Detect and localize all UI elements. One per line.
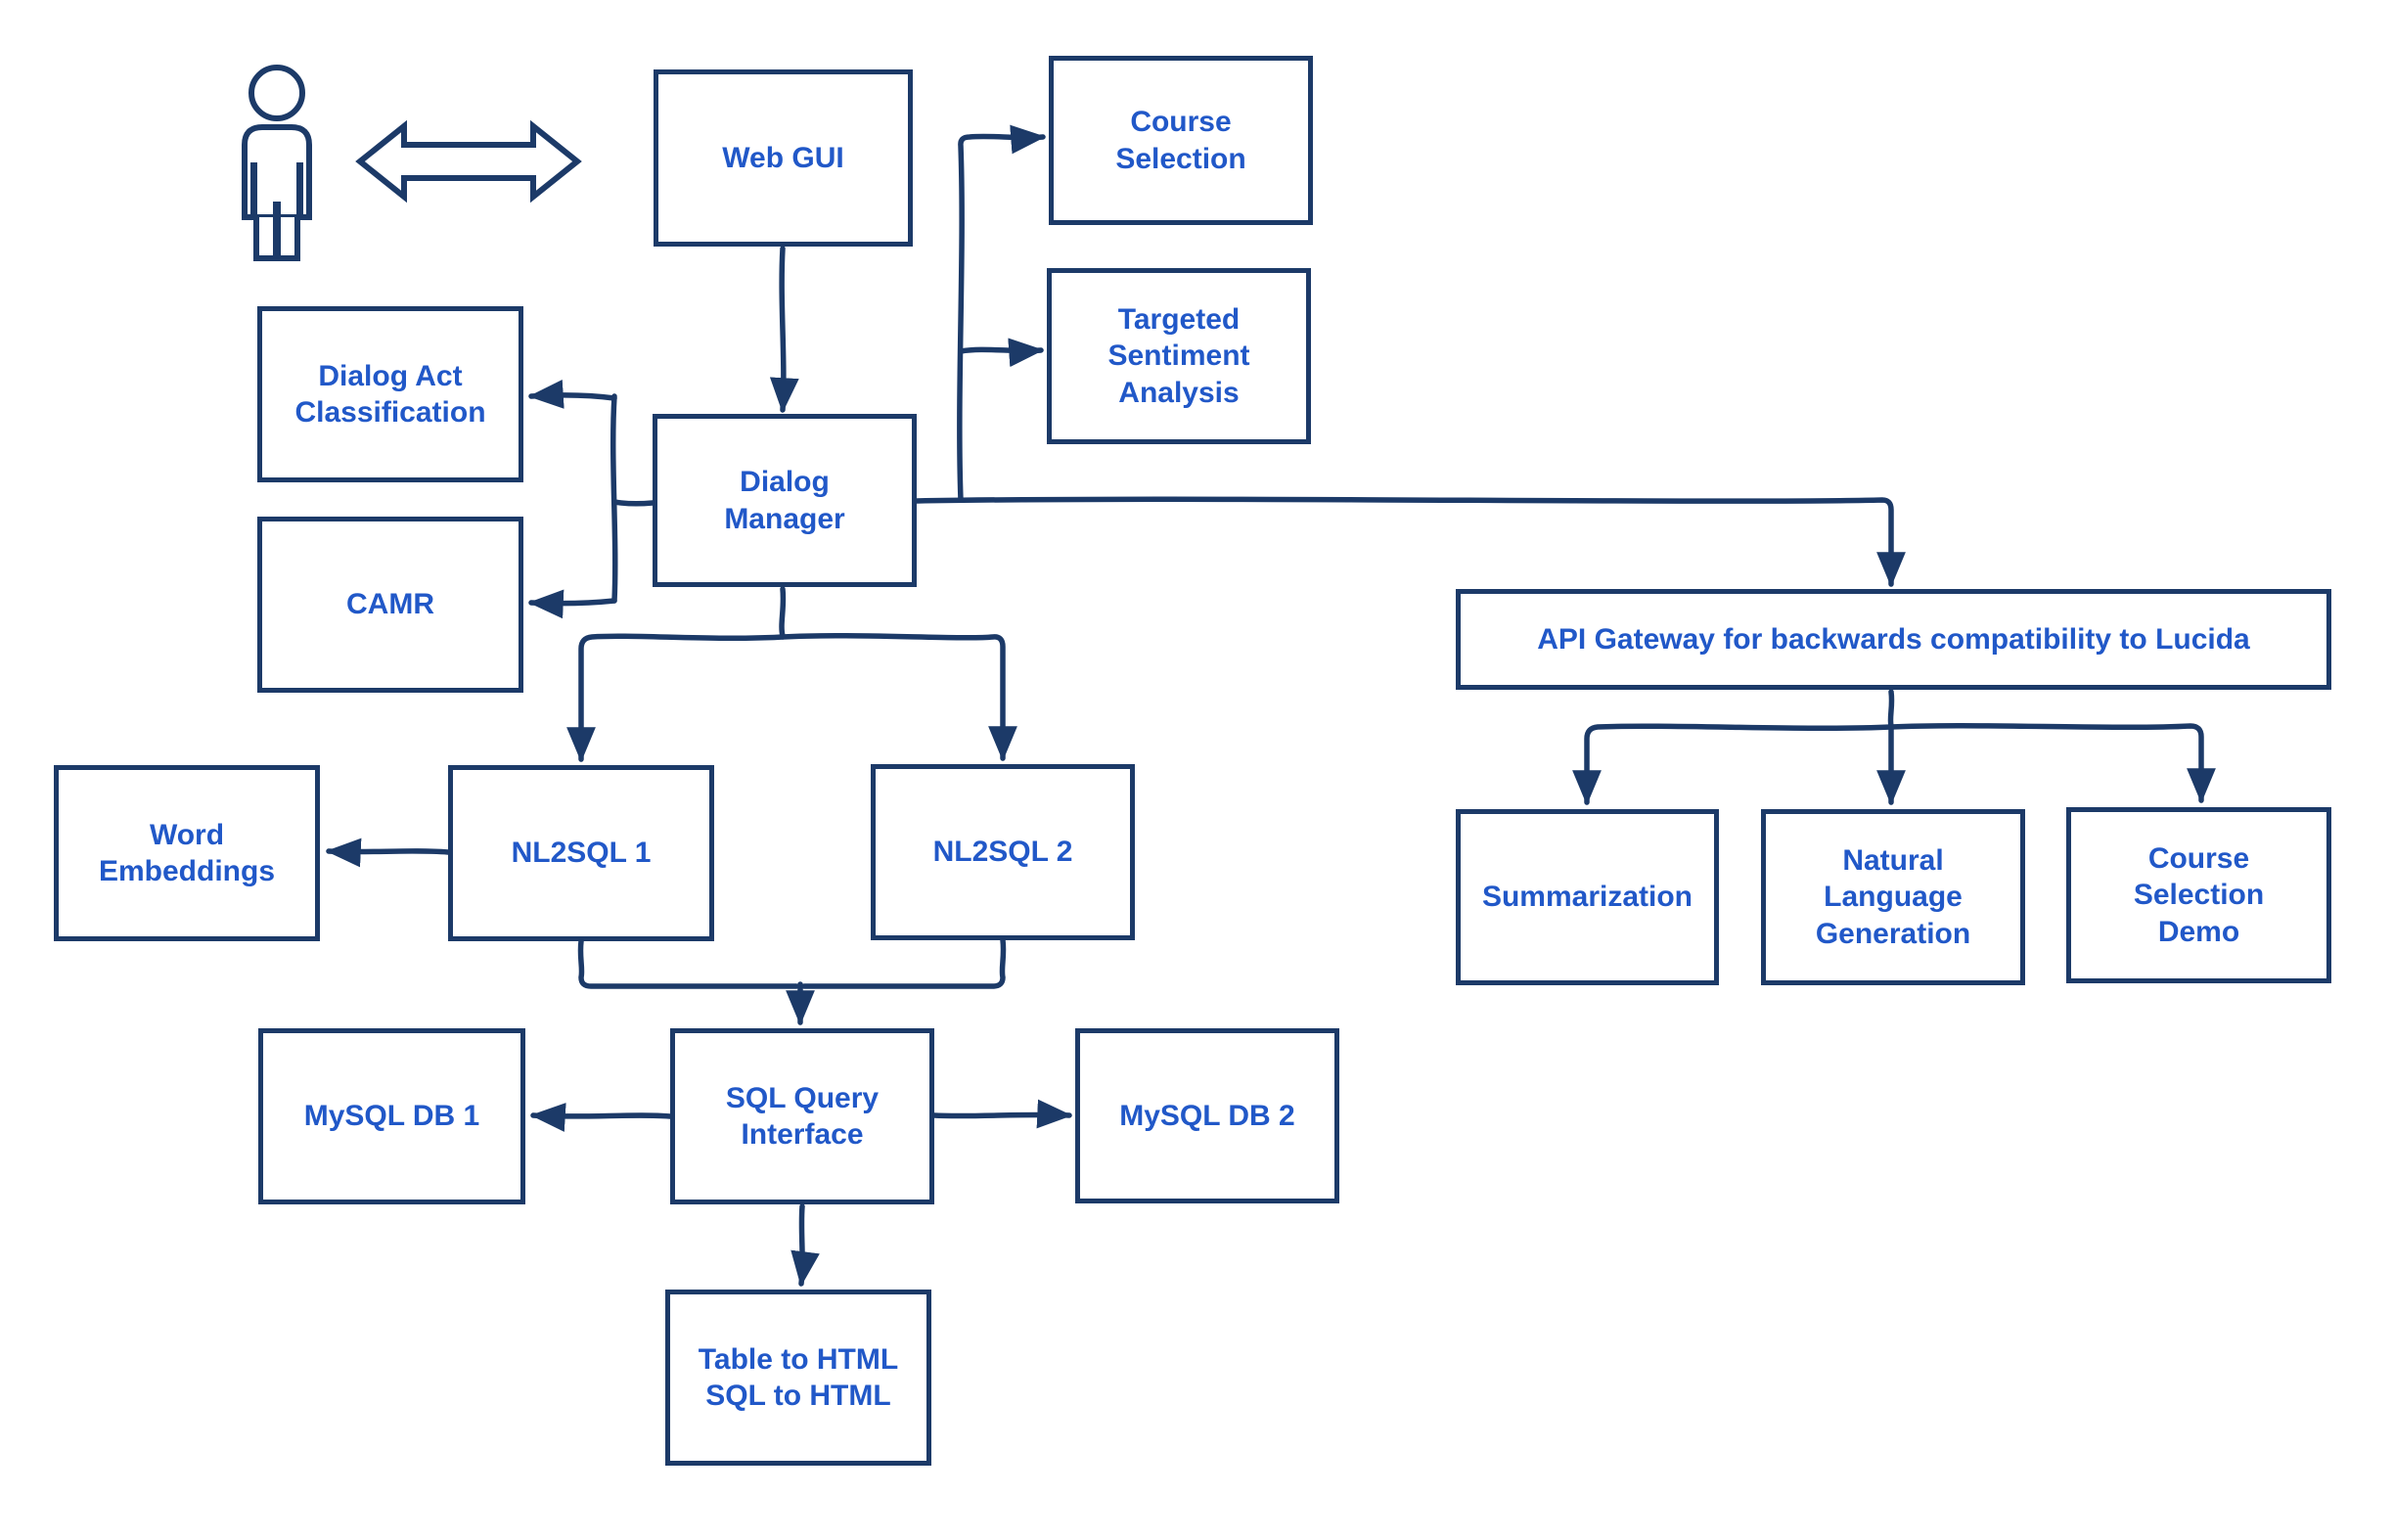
node-sql-query-interface: SQL Query Interface	[670, 1028, 934, 1204]
node-label: MySQL DB 1	[303, 1100, 480, 1133]
node-camr: CAMR	[257, 517, 523, 693]
node-web-gui: Web GUI	[654, 69, 913, 247]
edge-nl2sql1-merge	[577, 938, 799, 989]
node-label: Dialog Manager	[724, 466, 845, 535]
node-nl2sql-1: NL2SQL 1	[448, 765, 714, 941]
node-label: Table to HTML SQL to HTML	[698, 1342, 899, 1413]
edge-api-gateway-stem	[1887, 689, 1895, 729]
node-nl2sql-2: NL2SQL 2	[871, 764, 1135, 940]
edge-dialog-manager-dialog-act	[528, 380, 617, 409]
node-label: NL2SQL 2	[932, 836, 1073, 869]
edge-api-gateway-summarization	[1572, 723, 1894, 805]
node-label: SQL Query Interface	[725, 1081, 880, 1152]
edge-webgui-dialog-manager	[769, 246, 799, 413]
node-mysql-db-2: MySQL DB 2	[1075, 1028, 1339, 1203]
node-summarization: Summarization	[1456, 809, 1719, 985]
edge-dialog-manager-api-gateway	[914, 496, 1906, 587]
edge-nl2sql2-merge	[801, 937, 1007, 989]
node-label: Targeted Sentiment Analysis	[1107, 302, 1250, 409]
user-icon	[242, 65, 312, 261]
edge-dialog-manager-nl2sql-2	[780, 632, 1017, 761]
node-mysql-db-1: MySQL DB 1	[258, 1028, 525, 1204]
node-label: Summarization	[1481, 881, 1693, 914]
node-api-gateway: API Gateway for backwards compatibility …	[1456, 589, 2331, 690]
edge-dialog-manager-camr	[528, 589, 617, 619]
node-label: Web GUI	[722, 141, 844, 174]
edge-dialog-manager-targeted-sentiment	[958, 338, 1044, 368]
node-label: Dialog Act Classification	[294, 359, 486, 430]
node-targeted-sentiment-analysis: Targeted Sentiment Analysis	[1047, 268, 1311, 444]
node-label: CAMR	[346, 588, 434, 621]
edge-dialog-manager-nl2sql-1	[566, 633, 786, 762]
bidirectional-arrow-icon	[355, 119, 582, 204]
node-word-embeddings: Word Embeddings	[54, 765, 320, 941]
node-label: Natural Language Generation	[1815, 843, 1971, 950]
node-dialog-act-classification: Dialog Act Classification	[257, 306, 523, 482]
edge-sql-query-table-to-html	[790, 1203, 820, 1287]
node-course-selection-demo: Course Selection Demo	[2066, 807, 2331, 983]
node-label: Word Embeddings	[98, 818, 275, 888]
edge-dialog-manager-course-selection	[957, 124, 1046, 503]
node-label: MySQL DB 2	[1119, 1099, 1295, 1132]
edge-nl2sql1-word-embeddings	[326, 838, 451, 868]
node-table-to-html: Table to HTML SQL to HTML	[665, 1290, 931, 1466]
edge-sql-query-mysql-db-2	[931, 1099, 1072, 1129]
node-label: Course Selection	[1115, 106, 1246, 175]
edge-dialog-manager-split	[779, 586, 787, 639]
node-label: NL2SQL 1	[511, 837, 652, 870]
edge-dialog-manager-left-link	[611, 499, 655, 507]
node-label: API Gateway for backwards compatibility …	[1537, 622, 2250, 656]
node-natural-language-generation: Natural Language Generation	[1761, 809, 2025, 985]
edge-sql-query-mysql-db-1	[530, 1103, 673, 1132]
node-label: Course Selection Demo	[2133, 841, 2265, 948]
node-course-selection: Course Selection	[1049, 56, 1313, 225]
node-dialog-manager: Dialog Manager	[653, 414, 917, 587]
edge-dialog-manager-left-riser	[610, 393, 618, 604]
edge-api-gateway-course-selection-demo	[1888, 722, 2216, 803]
